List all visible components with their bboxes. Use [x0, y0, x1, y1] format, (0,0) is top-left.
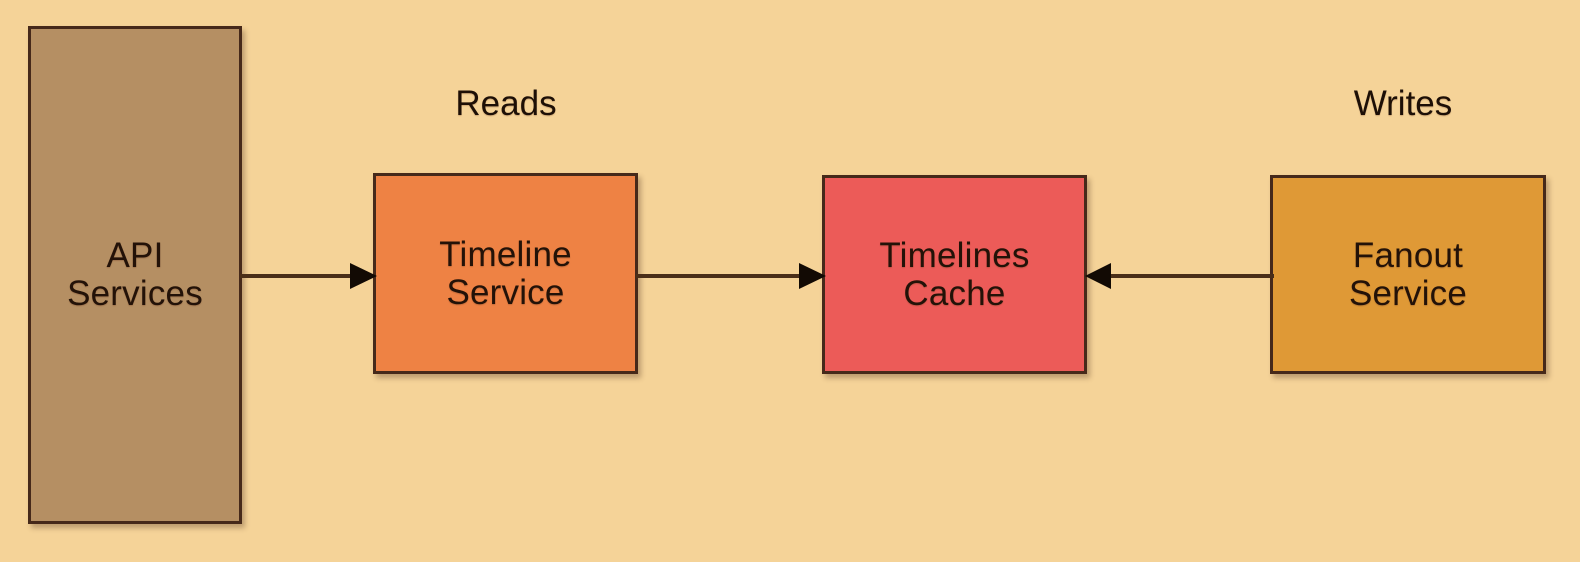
node-timeline-service[interactable]: Timeline Service: [373, 173, 638, 374]
node-fanout-service-label: Fanout Service: [1348, 235, 1468, 313]
section-label-reads: Reads: [455, 84, 557, 123]
node-api-services-label: API Services: [67, 236, 203, 313]
node-timelines-cache[interactable]: Timelines Cache: [822, 175, 1087, 374]
arrow-right-icon-timeline-to-cache: [636, 252, 826, 300]
node-fanout-service[interactable]: Fanout Service: [1270, 175, 1546, 374]
section-label-writes: Writes: [1353, 84, 1453, 123]
arrow-left-icon-fanout-to-cache: [1085, 252, 1274, 300]
node-timelines-cache-label: Timelines Cache: [879, 235, 1030, 313]
arrow-right-icon-api-to-timeline: [240, 252, 377, 300]
node-timeline-service-label: Timeline Service: [439, 234, 572, 312]
node-api-services[interactable]: API Services: [28, 26, 242, 524]
